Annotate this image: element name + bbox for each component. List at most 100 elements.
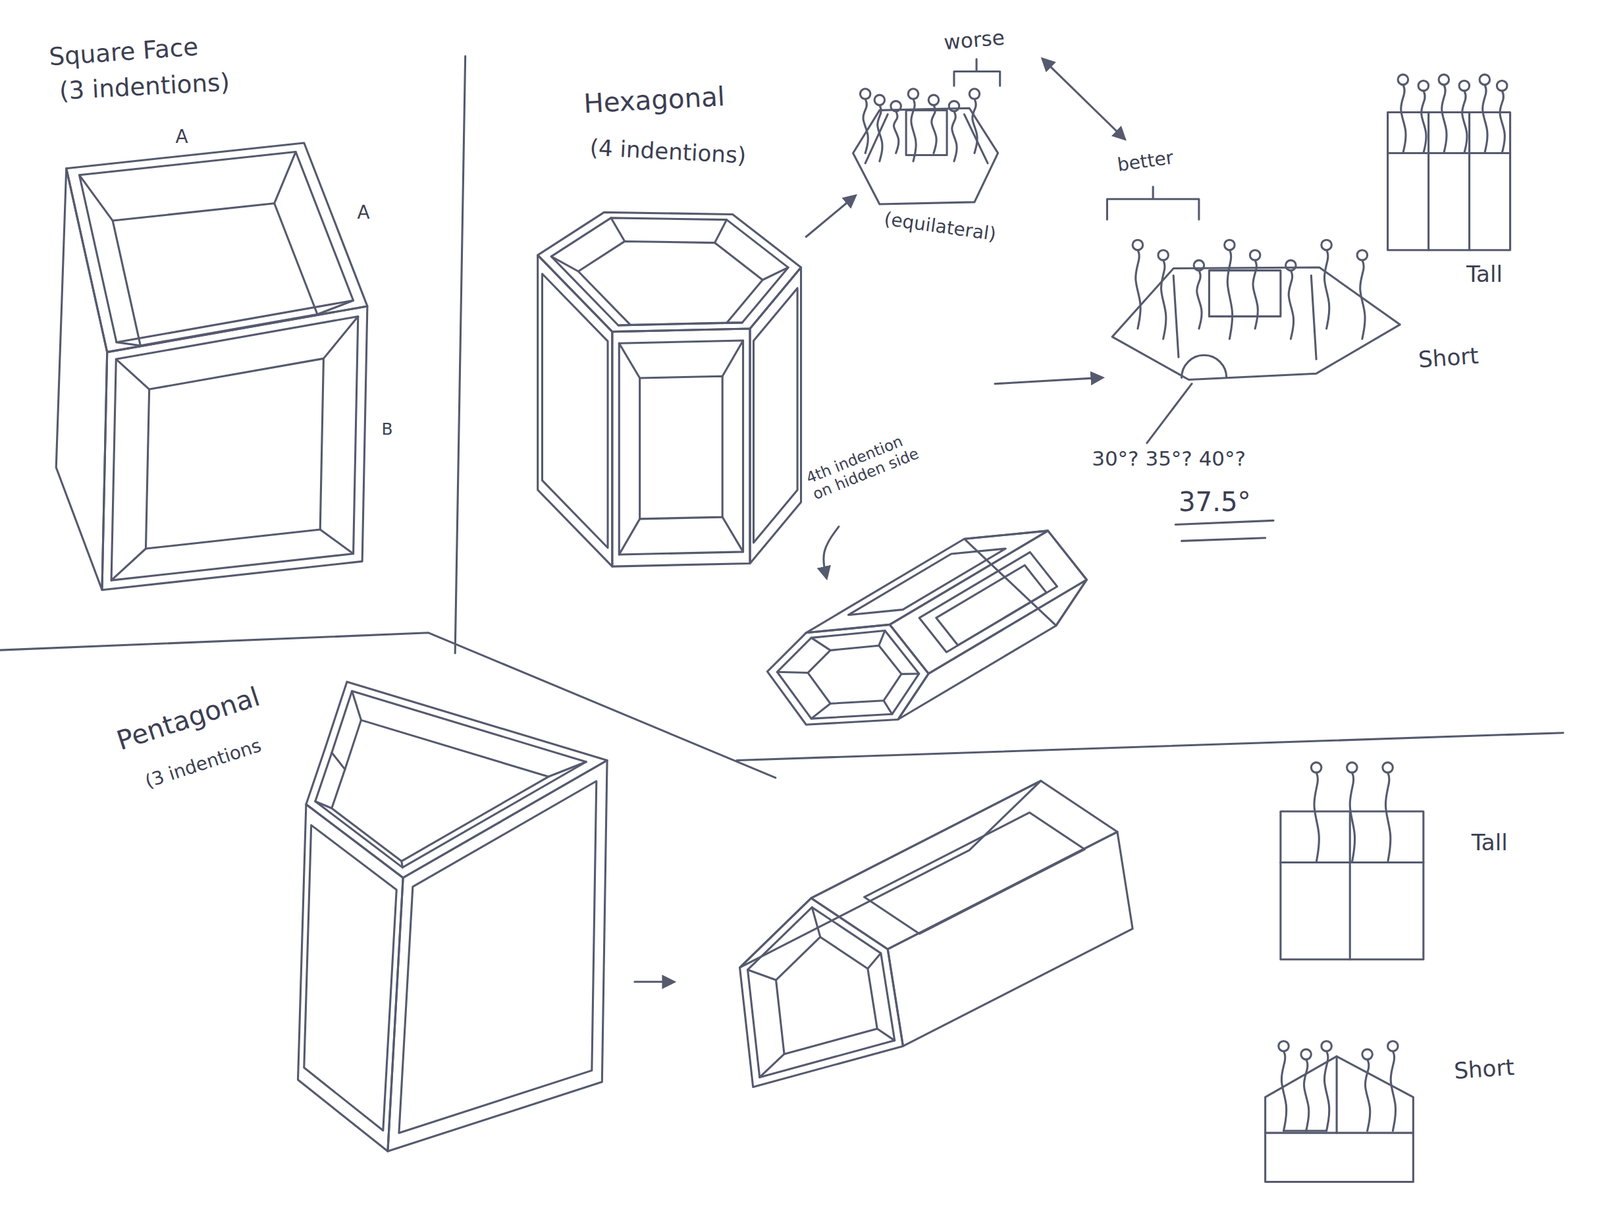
- recess-edge: [274, 152, 296, 204]
- plant-stem: [1401, 84, 1406, 154]
- recess-edge: [548, 761, 587, 777]
- plant-bud: [1310, 762, 1321, 773]
- recess-back: [331, 719, 549, 861]
- divider-line: [0, 632, 776, 778]
- sketch-label: Short: [1453, 1054, 1516, 1084]
- inner-line: [1468, 111, 1471, 250]
- recess-edge: [714, 219, 727, 243]
- bracket: [954, 59, 1001, 86]
- recess-edge: [331, 752, 346, 770]
- plant-stem: [1135, 250, 1141, 329]
- arrow-line: [823, 526, 839, 578]
- plant-stem: [911, 98, 916, 162]
- plant-stem: [1281, 1050, 1286, 1131]
- plant-stem: [931, 105, 937, 154]
- plant-bud: [1362, 1048, 1373, 1059]
- plant-stem: [877, 105, 883, 162]
- face-frame: [618, 340, 743, 555]
- plant-bud: [1321, 1040, 1332, 1051]
- plant-stem: [1253, 260, 1258, 329]
- prism-top: [805, 530, 1048, 633]
- recess-edge: [776, 671, 808, 673]
- indent-window: [864, 812, 1086, 934]
- recess-edge: [867, 952, 881, 968]
- face-frame: [776, 630, 919, 719]
- recess-edge: [726, 321, 743, 324]
- face-frame: [315, 690, 587, 868]
- sketch-label: (4 indentions): [589, 134, 747, 170]
- wall-plane: [887, 831, 1133, 1046]
- sketch-label: Tall: [1471, 829, 1508, 856]
- recess-edge: [722, 516, 743, 552]
- plant-bud: [1193, 260, 1204, 270]
- plant-bud: [1132, 239, 1143, 250]
- plant-stem: [1288, 270, 1294, 340]
- sketch-label: Short: [1417, 343, 1480, 373]
- inner-line: [1310, 275, 1317, 359]
- face-frame: [747, 907, 895, 1078]
- face-frame: [541, 273, 608, 548]
- plant-stem: [1364, 1059, 1370, 1131]
- plant-stem: [952, 111, 957, 162]
- sketch-label: A: [356, 202, 370, 224]
- face-frame: [79, 152, 354, 343]
- plant-stem: [1349, 772, 1355, 862]
- plant-bud: [1397, 74, 1408, 85]
- face-outline: [749, 267, 801, 563]
- plant-stem: [972, 98, 978, 153]
- plant-stem: [1441, 84, 1447, 154]
- indent-slot-back: [936, 564, 1047, 645]
- prism-side: [889, 530, 1087, 674]
- plant-bud: [890, 100, 901, 111]
- plant-bud: [1301, 1048, 1311, 1059]
- plant-bud: [1438, 74, 1449, 85]
- plant-stem: [1385, 772, 1390, 862]
- sketch-label: 37.5°: [1178, 487, 1252, 519]
- face-outline: [102, 306, 368, 590]
- plant-bud: [907, 88, 918, 99]
- sketch-label: Tall: [1466, 261, 1503, 288]
- face-outline: [767, 624, 929, 725]
- roof-plane: [740, 780, 1041, 968]
- roof-plane: [811, 780, 1118, 950]
- recess-edge: [618, 518, 640, 555]
- sketch-label: Square Face: [48, 33, 199, 72]
- sketch-label: better: [1116, 147, 1175, 177]
- face-outline: [612, 328, 750, 567]
- recess-edge: [320, 529, 353, 554]
- recess-edge: [323, 316, 358, 359]
- plant-stem: [1324, 1050, 1329, 1131]
- plant-bud: [1321, 239, 1332, 250]
- recess-edge: [811, 907, 821, 937]
- recess-edge: [611, 217, 625, 242]
- face-frame: [304, 825, 397, 1131]
- face-frame: [399, 780, 597, 1133]
- recess-edge: [811, 637, 831, 650]
- sketch-label: Hexagonal: [582, 82, 726, 120]
- face-outline: [306, 681, 608, 878]
- recess-back: [807, 645, 902, 704]
- arrow-line: [805, 196, 855, 238]
- hex-planter: [853, 107, 999, 205]
- plant-bud: [1382, 762, 1393, 773]
- bracket: [1106, 186, 1199, 220]
- plant-stem: [1421, 90, 1427, 154]
- recess-edge: [116, 342, 141, 346]
- face-outline: [740, 898, 904, 1088]
- plant-bud: [1357, 250, 1367, 261]
- divider-line: [736, 732, 1564, 761]
- recess-back: [640, 375, 723, 519]
- face-outline: [387, 760, 608, 1152]
- plant-stem: [1462, 90, 1467, 154]
- face-frame: [111, 316, 359, 581]
- recess-edge: [722, 340, 743, 376]
- inner-line: [1387, 152, 1511, 155]
- plant-stem: [1360, 260, 1365, 339]
- plant-bud: [1158, 250, 1169, 261]
- face-outline: [537, 254, 613, 567]
- sketch-label: (3 indentions): [58, 69, 231, 107]
- sketch-label: B: [381, 420, 394, 440]
- plant-bud: [1479, 74, 1490, 85]
